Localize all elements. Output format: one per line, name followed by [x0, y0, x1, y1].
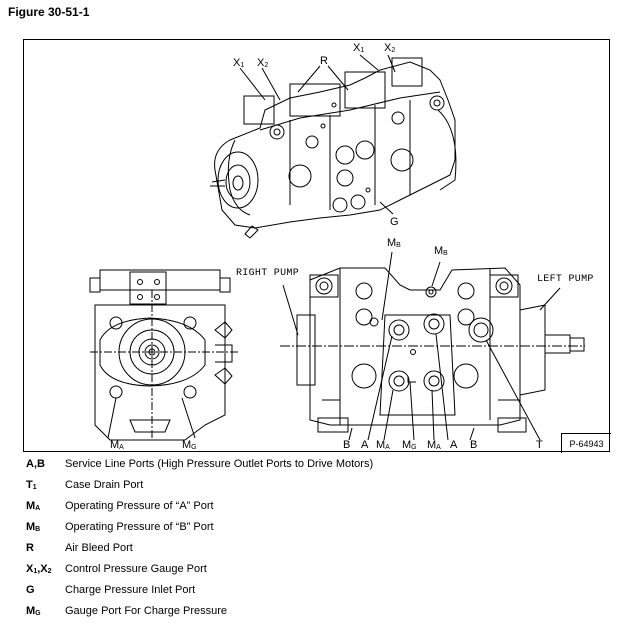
part-number-box: P-64943 — [561, 433, 611, 453]
callout-mb-1: MB — [387, 237, 401, 250]
legend-item: G Charge Pressure Inlet Port — [26, 581, 606, 602]
legend-key: X1,X2 — [26, 563, 52, 575]
legend-key: G — [26, 584, 35, 596]
callout-right-pump: RIGHT PUMP — [236, 268, 300, 279]
side-view-pump — [280, 251, 585, 441]
callout-x1-right: X1 — [353, 42, 365, 55]
callout-b-1: B — [343, 439, 351, 451]
callout-left-pump: LEFT PUMP — [537, 274, 594, 285]
legend-description: Air Bleed Port — [65, 542, 133, 554]
callout-x1-left: X1 — [233, 57, 245, 70]
legend-key: T1 — [26, 479, 37, 491]
callout-ma-2: MA — [427, 439, 441, 452]
legend-key: A,B — [26, 458, 45, 470]
isometric-pump-view — [210, 54, 457, 239]
legend-item: MB Operating Pressure of “B” Port — [26, 518, 606, 539]
callout-a-2: A — [450, 439, 458, 451]
legend-key: MA — [26, 500, 41, 512]
legend-key: MG — [26, 605, 41, 617]
callout-g: G — [390, 216, 399, 228]
callout-ma-1: MA — [376, 439, 390, 452]
legend-description: Operating Pressure of “B” Port — [65, 521, 214, 533]
callout-mb-2: MB — [434, 245, 448, 258]
callout-mg: MG — [402, 439, 417, 452]
legend-key: MB — [26, 521, 41, 533]
legend-item: X1,X2 Control Pressure Gauge Port — [26, 560, 606, 581]
legend-key: R — [26, 542, 34, 554]
legend-item: R Air Bleed Port — [26, 539, 606, 560]
callout-end-mg: MG — [182, 439, 197, 452]
legend-item: MG Gauge Port For Charge Pressure — [26, 602, 606, 623]
callout-t: T — [536, 439, 543, 451]
callout-x2-right: X2 — [384, 42, 396, 55]
legend-item: T1 Case Drain Port — [26, 476, 606, 497]
figure-frame — [23, 39, 610, 452]
callout-a-1: A — [361, 439, 369, 451]
legend-description: Case Drain Port — [65, 479, 144, 491]
legend-description: Operating Pressure of “A” Port — [65, 500, 214, 512]
end-view-pump — [89, 269, 240, 441]
legend-item: MA Operating Pressure of “A” Port — [26, 497, 606, 518]
legend-item: A,B Service Line Ports (High Pressure Ou… — [26, 455, 606, 476]
legend-description: Charge Pressure Inlet Port — [65, 584, 196, 596]
figure-title: Figure 30-51-1 — [8, 5, 90, 19]
port-legend: A,B Service Line Ports (High Pressure Ou… — [26, 455, 606, 623]
legend-description: Gauge Port For Charge Pressure — [65, 605, 228, 617]
callout-end-ma: MA — [110, 439, 124, 452]
legend-description: Control Pressure Gauge Port — [65, 563, 207, 575]
callout-r: R — [320, 55, 328, 67]
callout-x2-left: X2 — [257, 57, 269, 70]
callout-b-2: B — [470, 439, 478, 451]
legend-description: Service Line Ports (High Pressure Outlet… — [65, 458, 374, 470]
